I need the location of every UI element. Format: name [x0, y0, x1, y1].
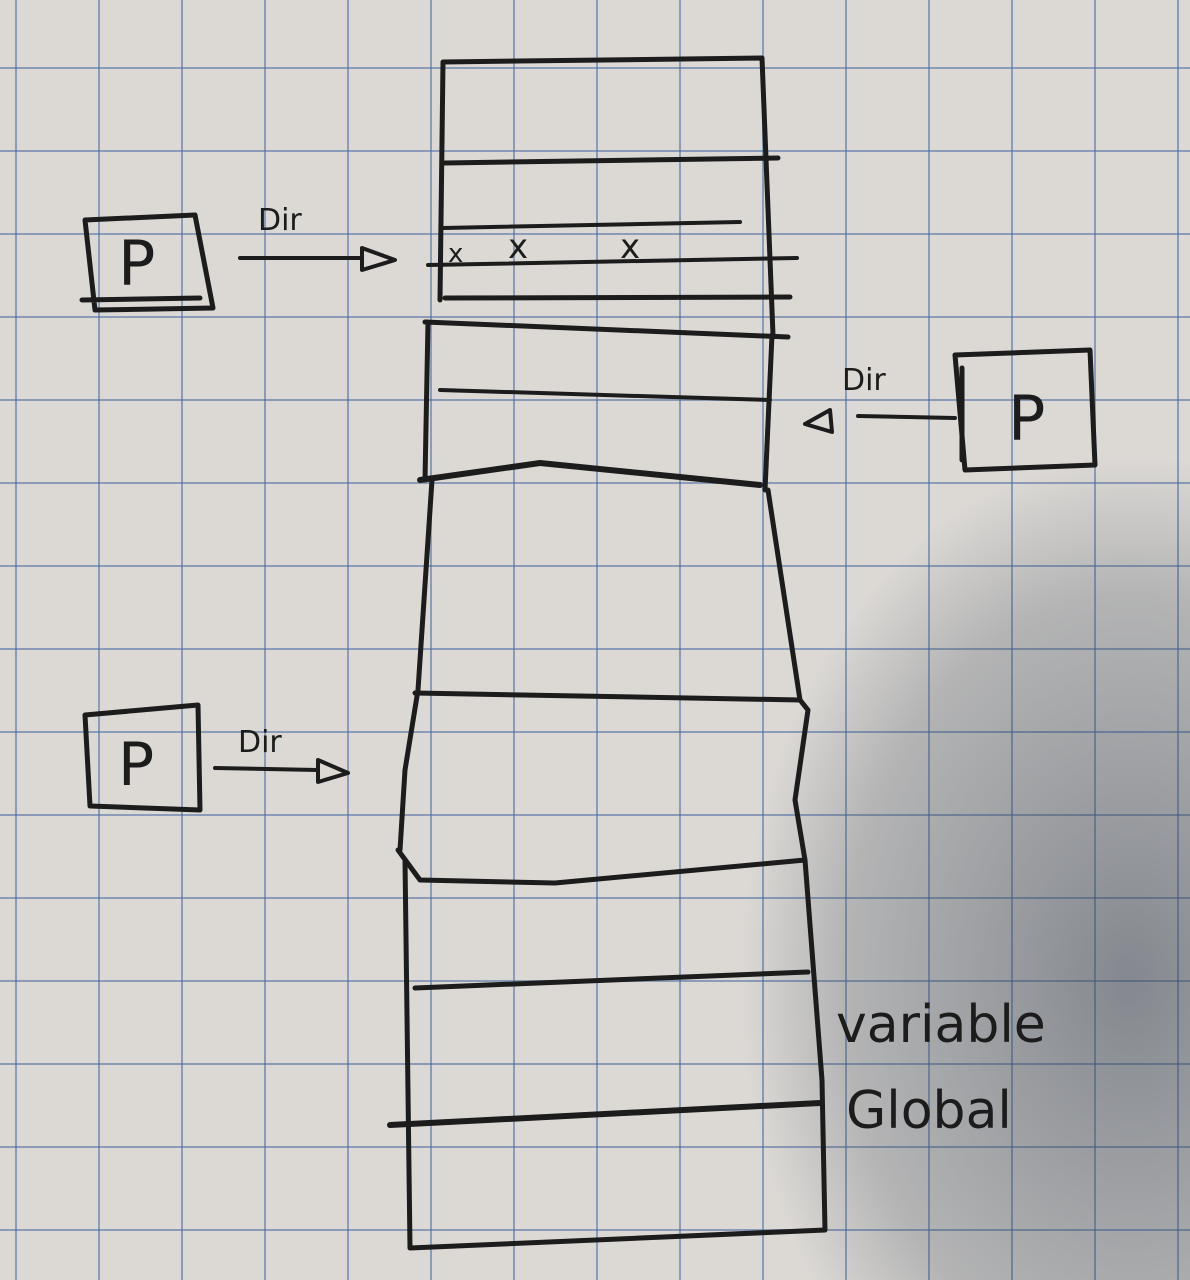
arrow-2-head	[803, 408, 834, 434]
process-box-2: P Dir	[803, 347, 1098, 473]
stack-row-divider	[387, 1100, 823, 1128]
stack-row-divider	[426, 256, 799, 267]
stack-lower-outline	[397, 477, 811, 863]
process-2-arrow-label: Dir	[842, 363, 886, 398]
process-3-arrow-label: Dir	[238, 725, 282, 760]
cell-mark: x	[508, 227, 528, 267]
process-box-2-outline	[952, 347, 1098, 473]
memory-stack	[387, 55, 828, 1251]
stack-row-divider	[417, 460, 763, 488]
process-box-3-outline	[82, 702, 203, 813]
stack-row-divider	[395, 847, 808, 886]
stack-row-divider	[438, 388, 772, 402]
process-1-label: P	[118, 227, 155, 300]
stack-row-divider	[442, 294, 793, 301]
process-1-arrow-label: Dir	[258, 203, 302, 238]
global-variable-annotation: variable Global	[836, 995, 1046, 1141]
stack-row-divider	[412, 969, 811, 991]
stack-row-divider	[412, 690, 803, 703]
process-box-3: P Dir	[82, 702, 350, 813]
arrow-2-shaft	[856, 414, 957, 420]
stack-middle-outline	[422, 319, 791, 493]
cell-mark: x	[448, 239, 463, 269]
stack-upper-outline	[437, 55, 776, 338]
memory-cell-marks: x x x	[448, 227, 640, 269]
cell-mark: x	[620, 227, 640, 267]
process-3-label: P	[118, 730, 154, 800]
arrow-3-head	[316, 758, 350, 784]
stack-row-divider	[441, 220, 742, 230]
stack-bottom-outline	[402, 857, 828, 1251]
process-2-label: P	[1008, 382, 1045, 455]
process-box-1: P Dir	[79, 203, 397, 313]
process-box-1-outline	[79, 212, 216, 313]
arrow-1-head	[360, 246, 397, 272]
annotation-line-1: variable	[836, 995, 1046, 1055]
annotation-line-2: Global	[846, 1081, 1012, 1141]
arrow-3-shaft	[213, 766, 320, 772]
stack-row-divider	[442, 155, 781, 166]
